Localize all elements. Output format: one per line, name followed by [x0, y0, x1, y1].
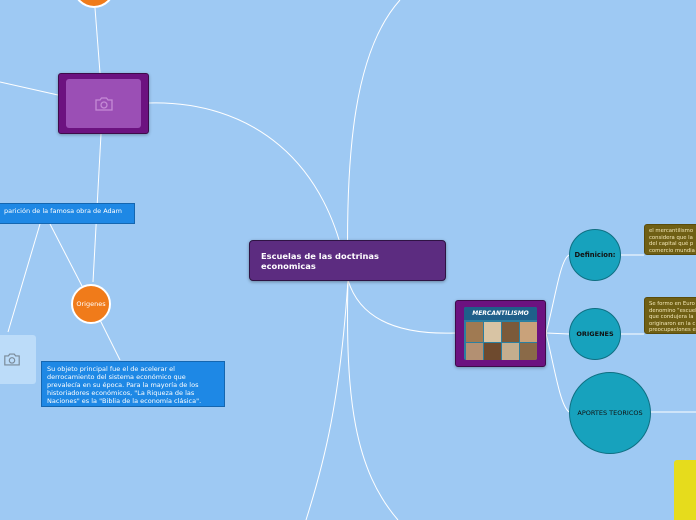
camera-icon [3, 352, 21, 367]
adam-smith-box[interactable]: parición de la famosa obra de Adam [0, 203, 135, 224]
origenes-node-right[interactable]: ORIGENES [569, 308, 621, 360]
image-node-left-edge[interactable] [0, 335, 36, 384]
objeto-principal-text: Su objeto principal fue el de acelerar e… [47, 365, 201, 405]
yellow-corner-node[interactable] [674, 460, 696, 520]
definicion-node[interactable]: Definicion: [569, 229, 621, 281]
aportes-teoricos-node[interactable]: APORTES TEORICOS [569, 372, 651, 454]
mercantilismo-image-node[interactable]: MERCANTILISMO [455, 300, 546, 367]
adam-smith-text: parición de la famosa obra de Adam [4, 207, 122, 215]
mercantilismo-banner: MERCANTILISMO [464, 307, 537, 320]
collage-row-2 [466, 343, 537, 360]
origenes-text-box[interactable]: Se formo en Euro denomino "escuel que co… [644, 297, 696, 334]
central-title: Escuelas de las doctrinas economicas [261, 251, 401, 271]
camera-icon [94, 96, 114, 112]
origenes-node-left[interactable]: Origenes [71, 284, 111, 324]
image-node-left[interactable] [58, 73, 149, 134]
definicion-text: el mercantilismo considera que la del ca… [649, 228, 695, 254]
definicion-text-box[interactable]: el mercantilismo considera que la del ca… [644, 224, 696, 255]
collage-row-1 [466, 322, 537, 342]
origenes-text: Se formo en Euro denomino "escuel que co… [649, 301, 696, 333]
image-placeholder [66, 79, 141, 128]
central-topic[interactable]: Escuelas de las doctrinas economicas [249, 240, 446, 281]
mercantilismo-image: MERCANTILISMO [464, 307, 537, 360]
objeto-principal-box[interactable]: Su objeto principal fue el de acelerar e… [41, 361, 225, 407]
origenes-label: Origenes [76, 300, 105, 308]
